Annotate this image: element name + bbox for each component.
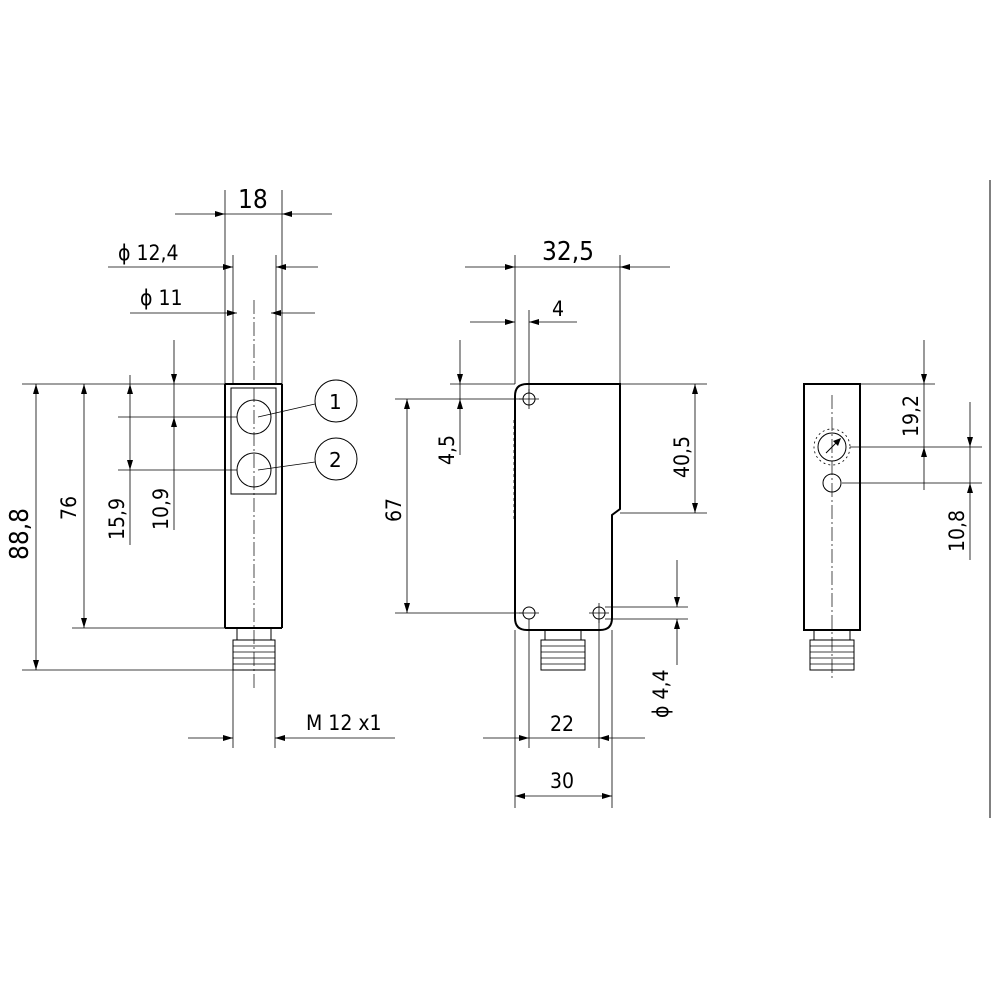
dim-dia-lens-inner-label: ϕ 11 bbox=[140, 286, 183, 310]
dim-step-height-label: 40,5 bbox=[670, 436, 694, 478]
dim-dia-12-4: ϕ 12,4 bbox=[108, 241, 318, 384]
dim-thread-label: M 12 x1 bbox=[306, 711, 382, 735]
dim-hole-inset: 4 bbox=[470, 297, 577, 393]
dim-thread: M 12 x1 bbox=[188, 670, 395, 748]
callout-1: 1 bbox=[257, 379, 358, 423]
dim-width-18: 18 bbox=[175, 185, 332, 384]
dim-hole-dia: ϕ 4,4 bbox=[605, 560, 688, 718]
dim-pot-offset: 19,2 bbox=[899, 340, 927, 490]
dim-dia-11: ϕ 11 bbox=[130, 286, 315, 316]
dim-lens1-offset: 10,9 bbox=[149, 340, 177, 530]
side-view: 32,5 4 4,5 67 40,5 bbox=[382, 237, 707, 808]
dim-hole-top-offset: 4,5 bbox=[435, 340, 463, 465]
back-view: 19,2 10,8 bbox=[803, 340, 982, 680]
dim-total-height: 88,8 bbox=[5, 384, 39, 670]
dim-hole-spacing-horizontal-label: 22 bbox=[550, 712, 574, 736]
dim-hole-spacing-vertical-label: 67 bbox=[382, 498, 406, 522]
dim-total-height-label: 88,8 bbox=[5, 508, 35, 560]
dim-hole-spacing-horizontal: 22 bbox=[483, 619, 645, 748]
dim-body-height-label: 76 bbox=[57, 496, 81, 520]
side-housing bbox=[513, 383, 621, 631]
dim-dia-lens-outer-label: ϕ 12,4 bbox=[118, 241, 179, 265]
dim-step-height: 40,5 bbox=[670, 384, 698, 513]
callout-2-label: 2 bbox=[329, 448, 342, 472]
front-housing bbox=[224, 383, 283, 629]
front-view: 18 ϕ 12,4 ϕ 11 88,8 76 bbox=[5, 185, 395, 748]
callout-2: 2 bbox=[257, 437, 358, 481]
dim-lens2-offset-label: 15,9 bbox=[105, 498, 129, 540]
dim-width-label: 18 bbox=[238, 185, 268, 215]
dim-depth-label: 32,5 bbox=[542, 237, 594, 267]
callout-1-label: 1 bbox=[329, 390, 342, 414]
dim-hole-inset-label: 4 bbox=[552, 297, 564, 321]
dim-depth: 32,5 bbox=[465, 237, 670, 384]
dim-body-height: 76 bbox=[57, 384, 87, 628]
dim-led-offset: 10,8 bbox=[945, 402, 973, 560]
dim-hole-spacing-vertical: 67 bbox=[382, 399, 410, 613]
dim-lens1-offset-label: 10,9 bbox=[149, 488, 173, 530]
dim-bottom-width: 30 bbox=[514, 630, 613, 808]
dim-pot-offset-label: 19,2 bbox=[899, 395, 923, 437]
dim-hole-top-offset-label: 4,5 bbox=[435, 435, 459, 465]
dim-led-offset-label: 10,8 bbox=[945, 510, 969, 552]
dim-bottom-width-label: 30 bbox=[550, 769, 574, 793]
dim-lens2-offset: 15,9 bbox=[105, 375, 133, 545]
side-connector bbox=[540, 629, 586, 671]
dim-hole-dia-label: ϕ 4,4 bbox=[649, 670, 673, 719]
